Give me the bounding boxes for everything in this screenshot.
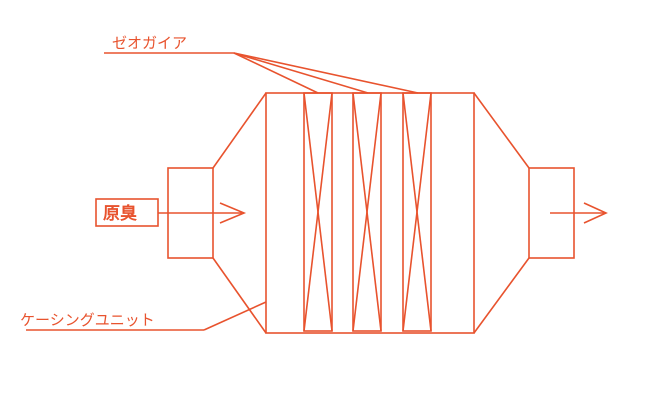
- raw-odor-box: [95, 198, 159, 227]
- filter-1-diag-b: [303, 92, 333, 332]
- outlet-hood-bottom: [473, 257, 530, 334]
- zeolite-label: ゼオガイア: [112, 34, 187, 52]
- zeolite-callout: ゼオガイア: [104, 34, 419, 94]
- casing-rect: [265, 92, 475, 334]
- zeolite-leader-1: [233, 52, 319, 94]
- inlet-hood-top: [212, 92, 267, 169]
- raw-odor-callout: 原臭: [95, 198, 247, 227]
- casing-unit-leader: [203, 301, 267, 331]
- zeolite-filter-1: [303, 92, 333, 332]
- filter-2-diag-b: [352, 92, 382, 332]
- zeolite-leader-3: [233, 52, 419, 94]
- filter-1-frame: [303, 92, 333, 332]
- outflow-arrow-head: [583, 202, 608, 224]
- inlet-hood-bottom: [212, 257, 267, 334]
- zeolite-filter-3: [402, 92, 432, 332]
- filter-3-diag-b: [402, 92, 432, 332]
- zeolite-leader-2: [233, 52, 369, 94]
- outlet-hood-top: [473, 92, 530, 169]
- raw-odor-label: 原臭: [103, 203, 137, 224]
- inflow-arrow-head: [219, 202, 247, 224]
- filter-3-frame: [402, 92, 432, 332]
- casing-body: [265, 92, 475, 334]
- casing-unit-callout: ケーシングユニット: [20, 301, 267, 331]
- zeolite-filter-2: [352, 92, 382, 332]
- outflow-arrow: [550, 202, 608, 224]
- filter-2-frame: [352, 92, 382, 332]
- casing-unit-label: ケーシングユニット: [20, 311, 155, 329]
